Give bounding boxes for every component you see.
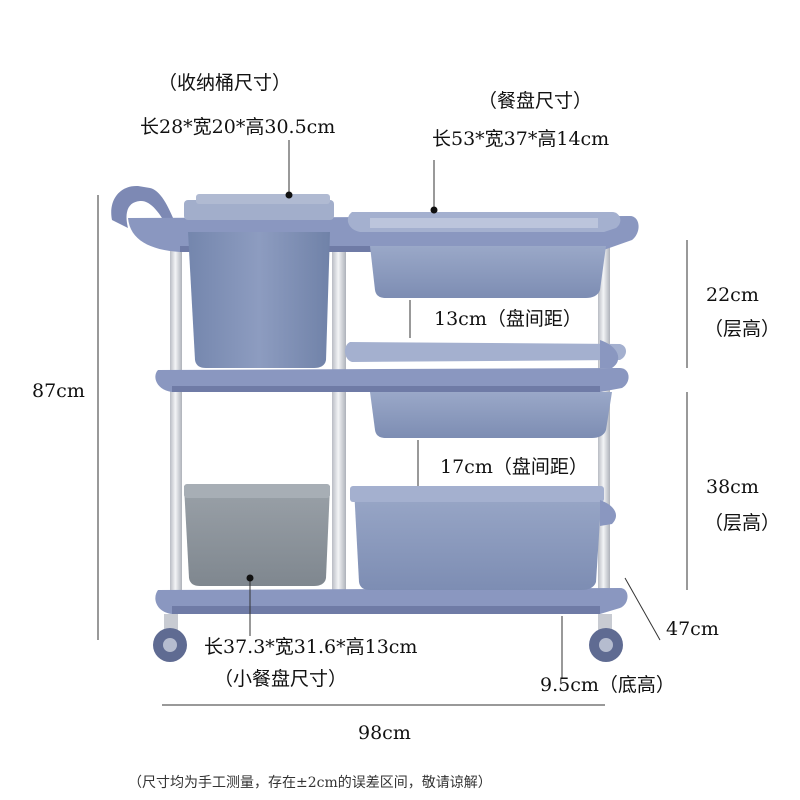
layer-bottom-unit-label: （层高） (704, 512, 781, 534)
cart-handle (111, 185, 176, 232)
storage-bin (188, 232, 330, 368)
total-height-label: 87cm (32, 380, 85, 402)
bottom-tray (354, 488, 602, 590)
small-tray-title-label: （小餐盘尺寸） (214, 668, 348, 690)
layer-bottom-value-label: 38cm (706, 476, 759, 498)
gap-bottom-label: 17cm（盘间距） (440, 456, 588, 478)
pole (332, 240, 346, 590)
small-tray-size-label: 长37.3*宽31.6*高13cm (204, 636, 418, 658)
middle-tray (344, 342, 626, 362)
pole (170, 240, 182, 590)
bin-size-label: 长28*宽20*高30.5cm (140, 116, 336, 138)
layer-top-value-label: 22cm (706, 284, 759, 306)
layer-top-unit-label: （层高） (704, 318, 781, 340)
depth-label: 47cm (666, 618, 719, 640)
bin-title-label: （收纳桶尺寸） (158, 72, 292, 94)
wheel (153, 614, 187, 662)
gap-top-label: 13cm（盘间距） (434, 308, 582, 330)
tray-size-label: 长53*宽37*高14cm (432, 128, 610, 150)
top-tray (370, 246, 606, 298)
depth-dimension-line (624, 577, 661, 641)
tray-title-label: （餐盘尺寸） (478, 90, 593, 112)
storage-bin-lid (184, 200, 334, 220)
total-width-label: 98cm (358, 722, 411, 744)
wheel (589, 614, 623, 662)
footnote: （尺寸均为手工测量，存在±2cm的误差区间，敬请谅解） (128, 775, 492, 791)
small-tray (184, 486, 330, 586)
base-height-label: 9.5cm（底高） (540, 674, 675, 696)
